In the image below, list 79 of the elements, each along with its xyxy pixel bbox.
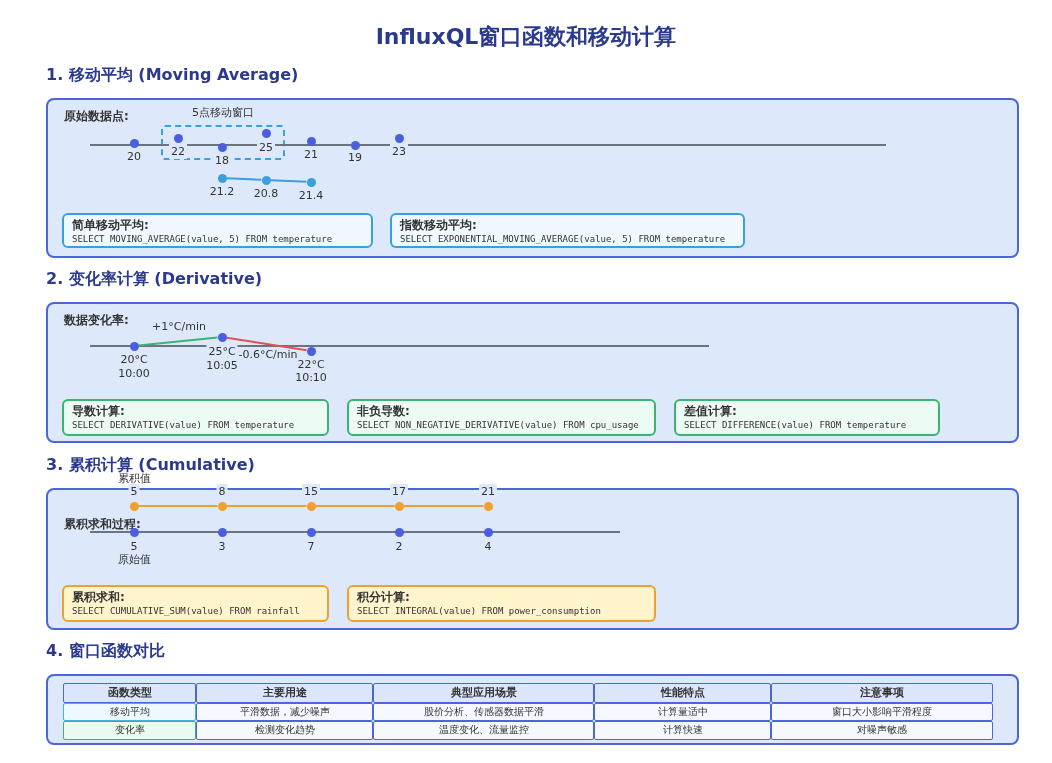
- connector-line: [314, 505, 396, 507]
- data-point: [261, 128, 271, 138]
- sql-query: SELECT INTEGRAL(value) FROM power_consumption: [357, 606, 601, 616]
- card-title: 指数移动平均:: [400, 217, 477, 234]
- connector-line: [137, 505, 219, 507]
- table-cell: 移动平均: [63, 703, 196, 721]
- data-point: [394, 133, 404, 143]
- connector-line: [225, 505, 308, 507]
- card-title: 累积求和:: [72, 589, 125, 606]
- chart-label: 数据变化率:: [64, 312, 129, 329]
- data-point: [217, 173, 227, 183]
- sql-query: SELECT DIFFERENCE(value) FROM temperature: [684, 420, 907, 430]
- sql-query: SELECT MOVING_AVERAGE(value, 5) FROM temperature: [72, 234, 333, 244]
- chart-label: 累积求和过程:: [64, 516, 141, 533]
- sql-query: SELECT EXPONENTIAL_MOVING_AVERAGE(value, 5) FROM temperature: [400, 234, 726, 244]
- value-label: 累积值: [117, 472, 151, 486]
- data-point: [217, 332, 227, 342]
- table-header-cell: 函数类型: [63, 683, 196, 703]
- data-point: [306, 527, 316, 537]
- table-header-cell: 性能特点: [594, 683, 771, 703]
- data-point: [306, 501, 316, 511]
- connector-line: [225, 336, 308, 352]
- table-header-cell: 典型应用场景: [373, 683, 594, 703]
- edge-label: +1°C/min: [151, 320, 207, 333]
- table-cell: 对噪声敏感: [771, 721, 993, 740]
- value-label: 22: [169, 144, 187, 159]
- data-point: [350, 140, 360, 150]
- card-title: 非负导数:: [357, 403, 410, 420]
- data-point: [129, 501, 139, 511]
- data-point: [306, 136, 316, 146]
- data-point: [306, 346, 316, 356]
- card-title: 导数计算:: [72, 403, 125, 420]
- value-label: 原始值: [115, 552, 153, 567]
- table-cell: 检测变化趋势: [196, 721, 373, 740]
- section-heading: 4. 窗口函数对比: [46, 641, 165, 662]
- connector-line: [137, 336, 219, 347]
- table-header-cell: 主要用途: [196, 683, 373, 703]
- data-point: [483, 527, 493, 537]
- data-point: [306, 177, 316, 187]
- data-point: [129, 341, 139, 351]
- connector-line: [225, 177, 263, 181]
- data-point: [394, 501, 404, 511]
- query-card: [390, 213, 745, 248]
- data-point: [483, 501, 493, 511]
- section-heading: 1. 移动平均 (Moving Average): [46, 65, 299, 86]
- query-card: [347, 399, 656, 436]
- diagram-title: InfluxQL窗口函数和移动计算: [374, 23, 678, 51]
- table-header-cell: 注意事项: [771, 683, 993, 703]
- card-title: 简单移动平均:: [72, 217, 149, 234]
- table-cell: 股价分析、传感器数据平滑: [373, 703, 594, 721]
- card-title: 差值计算:: [684, 403, 737, 420]
- chart-label: 原始数据点:: [64, 108, 129, 125]
- data-point: [173, 133, 183, 143]
- data-point: [261, 175, 271, 185]
- data-point: [217, 501, 227, 511]
- section-heading: 2. 变化率计算 (Derivative): [46, 269, 263, 290]
- sql-query: SELECT DERIVATIVE(value) FROM temperature: [72, 420, 295, 430]
- sql-query: SELECT CUMULATIVE_SUM(value) FROM rainfall: [72, 606, 300, 616]
- data-point: [129, 138, 139, 148]
- table-cell: 窗口大小影响平滑程度: [771, 703, 993, 721]
- sql-query: SELECT NON_NEGATIVE_DERIVATIVE(value) FROM cpu_usage: [357, 420, 639, 430]
- section-heading: 3. 累积计算 (Cumulative): [46, 455, 255, 474]
- table-cell: 计算量适中: [594, 703, 771, 721]
- window-label: 5点移动窗口: [191, 105, 255, 120]
- data-point: [217, 142, 227, 152]
- connector-line: [269, 179, 308, 183]
- query-card: [62, 585, 329, 622]
- card-title: 积分计算:: [357, 589, 410, 606]
- table-cell: 变化率: [63, 721, 196, 740]
- query-card: [347, 585, 656, 622]
- data-point: [217, 527, 227, 537]
- query-card: [674, 399, 940, 436]
- table-cell: 温度变化、流量监控: [373, 721, 594, 740]
- connector-line: [402, 505, 485, 507]
- query-card: [62, 213, 373, 248]
- data-point: [394, 527, 404, 537]
- table-cell: 计算快速: [594, 721, 771, 740]
- table-cell: 平滑数据，减少噪声: [196, 703, 373, 721]
- query-card: [62, 399, 329, 436]
